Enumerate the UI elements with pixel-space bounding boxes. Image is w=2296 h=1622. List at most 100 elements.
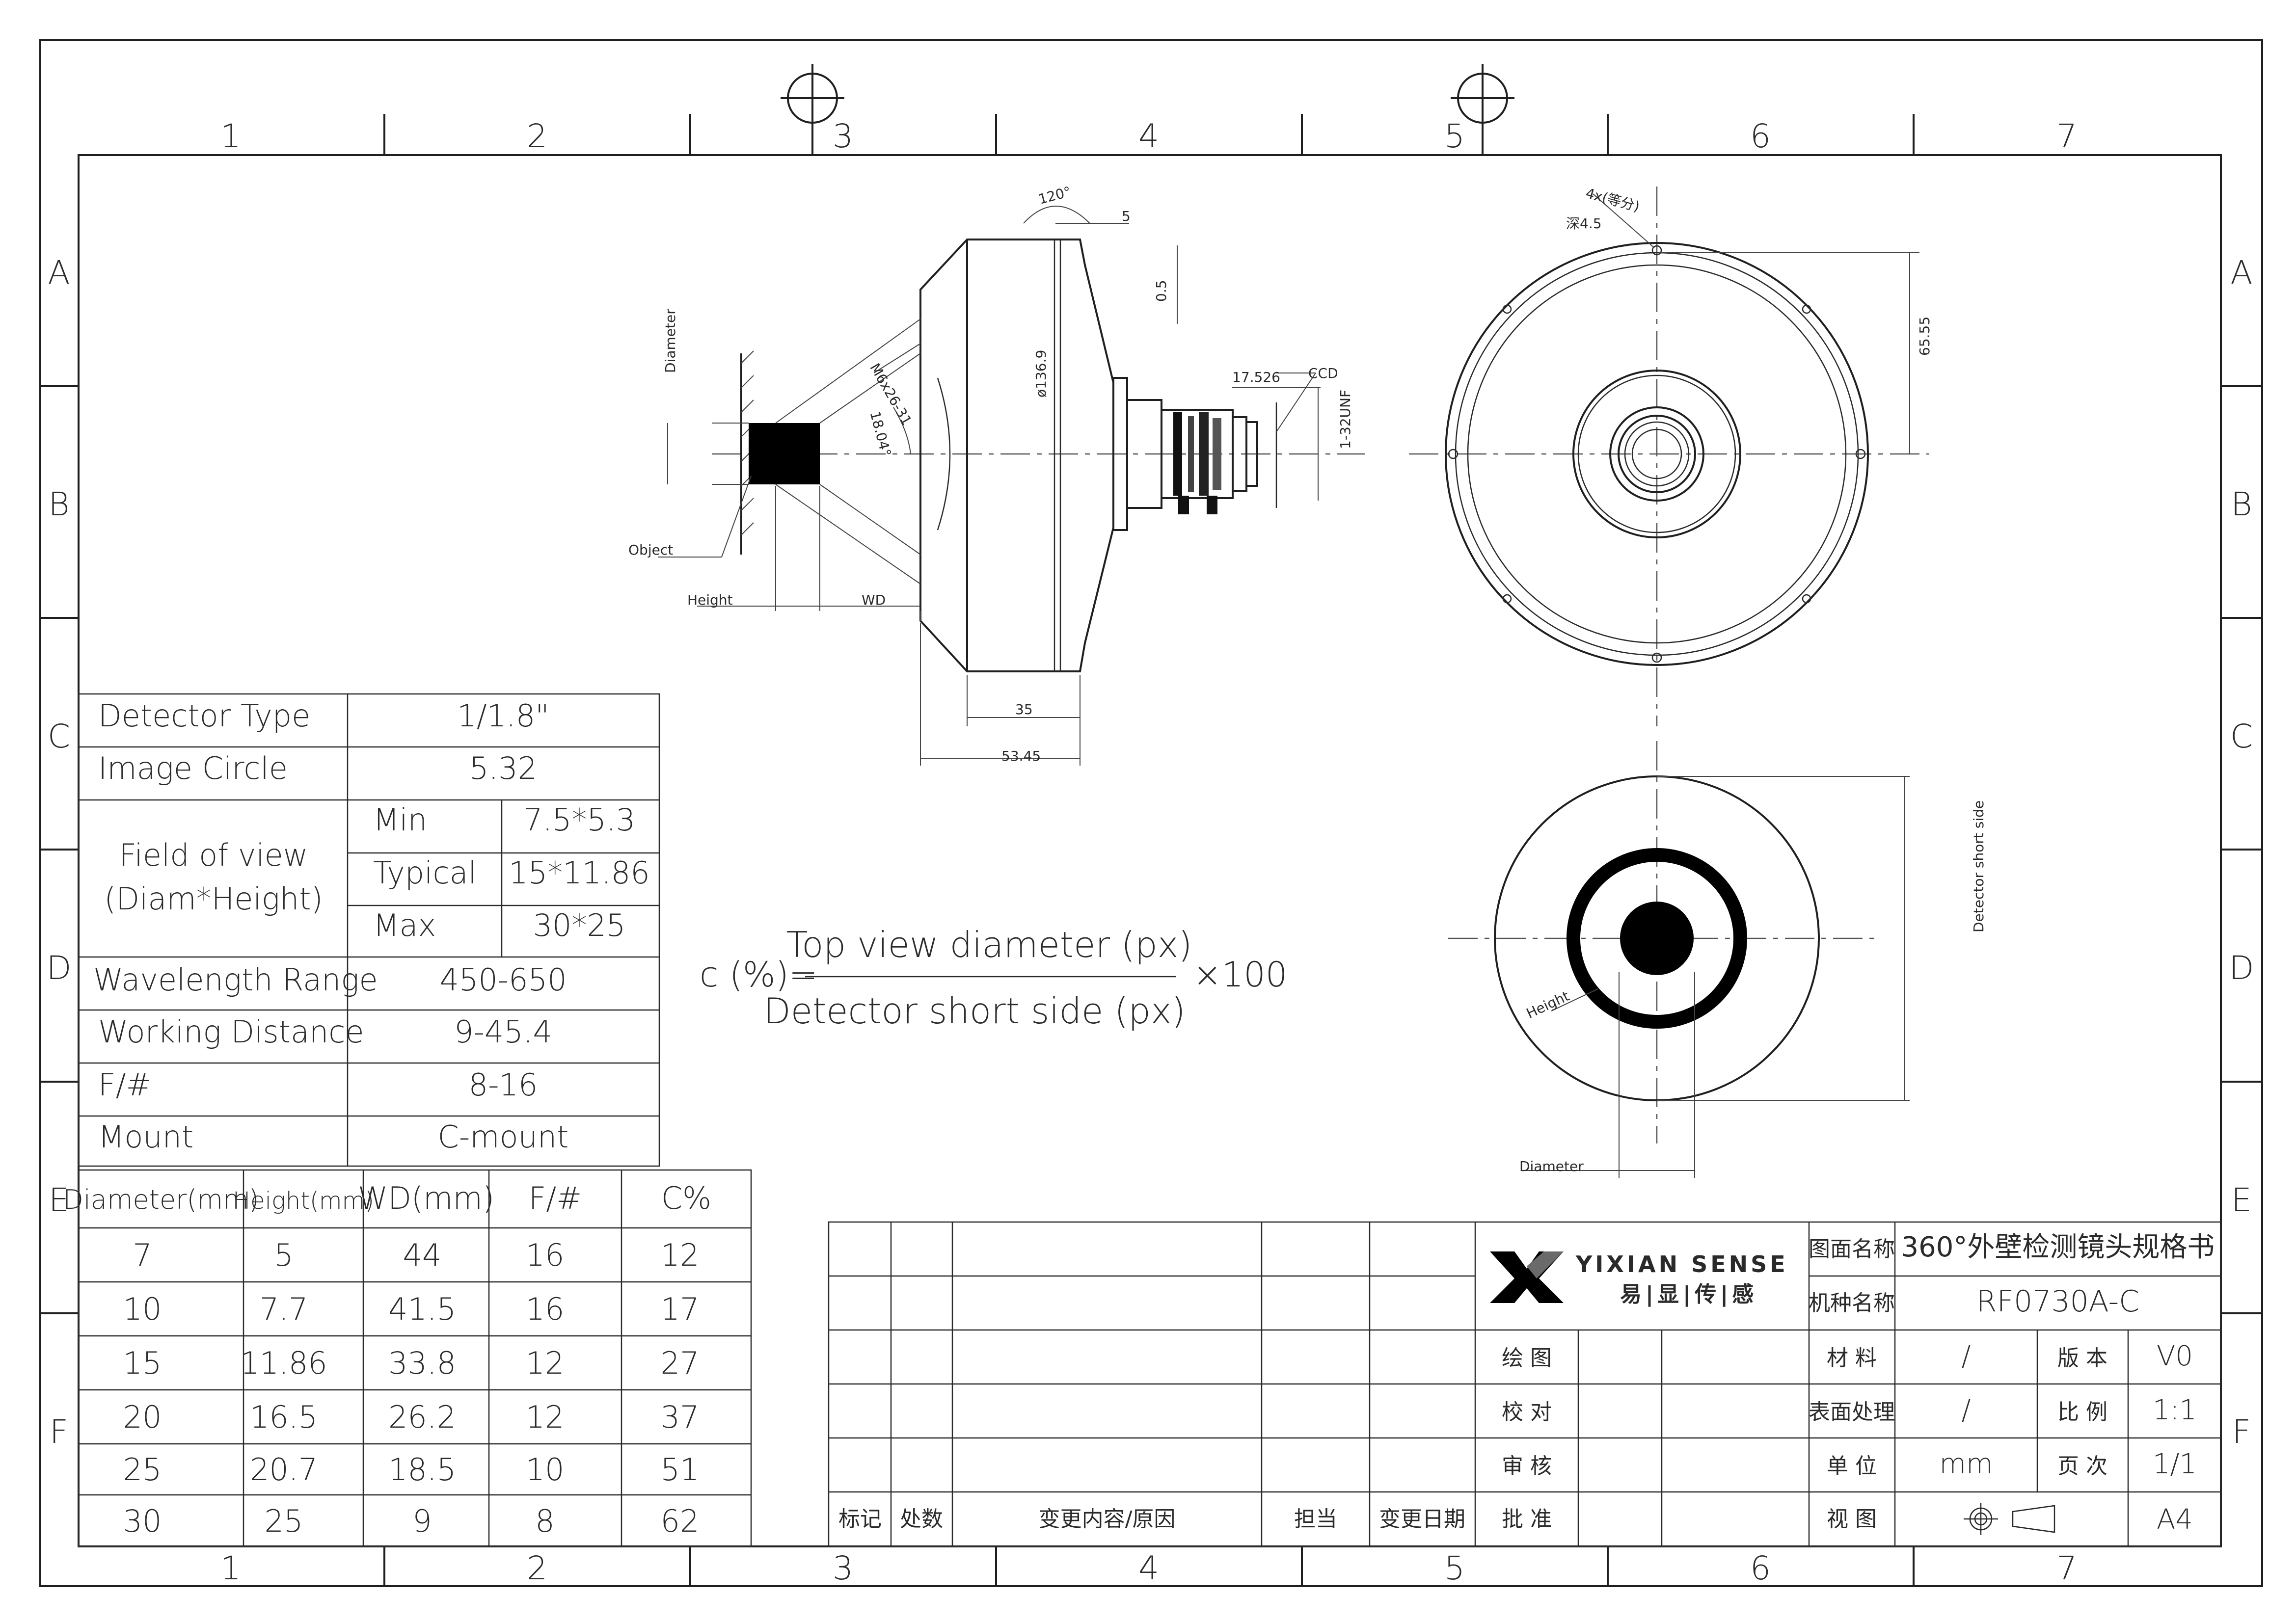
spec-label-wavelength: Wavelength Range xyxy=(93,962,378,998)
data-header-c: C% xyxy=(661,1180,711,1216)
zone-bottom-4: 4 xyxy=(1138,1549,1159,1587)
data-cell: 9 xyxy=(412,1503,432,1539)
data-cell: 51 xyxy=(661,1452,700,1488)
zone-top-6: 6 xyxy=(1750,117,1771,155)
spec-fov-min-label: Min xyxy=(373,802,427,838)
zone-top-4: 4 xyxy=(1138,117,1159,155)
rev-header-mark: 标记 xyxy=(838,1507,882,1532)
spec-fov-min-value: 7.5*5.3 xyxy=(523,802,635,838)
rev-header-date: 变更日期 xyxy=(1379,1507,1465,1532)
spec-value-image-circle: 5.32 xyxy=(469,750,537,786)
data-cell: 16.5 xyxy=(250,1399,318,1435)
value-scale: 1:1 xyxy=(2153,1394,2197,1426)
data-cell: 11.86 xyxy=(240,1345,327,1381)
label-view: 视 图 xyxy=(1827,1507,1877,1532)
spec-fov-typical-label: Typical xyxy=(373,855,477,891)
data-cell: 10 xyxy=(123,1291,162,1327)
rev-header-owner: 担当 xyxy=(1294,1507,1337,1532)
spec-label-mount: Mount xyxy=(98,1119,193,1155)
spec-fov-max-label: Max xyxy=(373,907,436,943)
data-cell: 15 xyxy=(123,1345,162,1381)
value-size: A4 xyxy=(2157,1504,2193,1536)
data-cell: 27 xyxy=(661,1345,700,1381)
data-cell: 20 xyxy=(123,1399,162,1435)
data-cell: 16 xyxy=(526,1237,565,1273)
label-material: 材 料 xyxy=(1827,1346,1877,1371)
dim-65-55: 65.55 xyxy=(1917,317,1933,356)
data-cell: 7.7 xyxy=(260,1291,308,1327)
dim-0-5: 0.5 xyxy=(1153,280,1169,302)
depth-note: 深4.5 xyxy=(1566,215,1602,232)
zone-left-F: F xyxy=(50,1413,68,1451)
zone-bottom-1: 1 xyxy=(220,1549,241,1587)
label-check: 校 对 xyxy=(1502,1400,1552,1425)
data-cell: 30 xyxy=(123,1503,162,1539)
label-object: Object xyxy=(628,542,673,558)
label-scale: 比 例 xyxy=(2057,1400,2107,1425)
formula: c (%)= Top view diameter (px) Detector s… xyxy=(700,924,1287,1032)
zone-bottom-3: 3 xyxy=(833,1549,853,1587)
frame: 1 2 3 4 5 6 7 1 2 3 4 5 6 7 A B C D E F … xyxy=(39,39,2263,1587)
dim-5: 5 xyxy=(1122,208,1131,224)
label-diameter: Diameter xyxy=(662,309,678,373)
value-surface: / xyxy=(1962,1394,1971,1426)
zone-left-B: B xyxy=(48,485,69,523)
data-cell: 62 xyxy=(661,1503,700,1539)
data-cell: 17 xyxy=(661,1291,700,1327)
zone-left-D: D xyxy=(47,949,72,987)
zone-top-2: 2 xyxy=(527,117,547,155)
data-header-diameter: Diameter(mm) xyxy=(63,1184,259,1215)
spec-label-fov-1: Field of view xyxy=(119,837,308,873)
zone-bottom-5: 5 xyxy=(1444,1549,1465,1587)
data-cell: 10 xyxy=(526,1452,565,1488)
data-cell: 8 xyxy=(535,1503,554,1539)
dim-17-526: 17.526 xyxy=(1232,369,1280,385)
zone-left-C: C xyxy=(48,718,70,755)
label-draw: 绘 图 xyxy=(1502,1346,1552,1371)
zone-bottom-7: 7 xyxy=(2056,1549,2077,1587)
spec-label-fov-2: (Diam*Height) xyxy=(104,881,323,917)
data-cell: 5 xyxy=(274,1237,293,1273)
centering-mark-right xyxy=(1451,64,1514,155)
label-unit: 单 位 xyxy=(1827,1454,1877,1479)
value-drawing-name: 360°外壁检测镜头规格书 xyxy=(1901,1231,2215,1263)
result-short-side-label: Detector short side xyxy=(1971,800,1987,932)
formula-lhs: c (%)= xyxy=(700,955,818,995)
formula-numerator: Top view diameter (px) xyxy=(786,924,1192,965)
spec-value-wavelength: 450-650 xyxy=(439,962,567,998)
value-version: V0 xyxy=(2157,1340,2193,1372)
zone-right-B: B xyxy=(2231,485,2252,523)
data-cell: 44 xyxy=(403,1237,442,1273)
data-cell: 41.5 xyxy=(388,1291,456,1327)
data-cell: 25 xyxy=(123,1452,162,1488)
title-block: YIXIAN SENSE 易|显|传|感 标记 处数 变更内容/原因 担当 变更… xyxy=(828,1221,2222,1547)
zone-bottom-6: 6 xyxy=(1750,1549,1771,1587)
label-review: 审 核 xyxy=(1502,1454,1552,1479)
spec-fov-max-value: 30*25 xyxy=(533,907,626,943)
spec-value-mount: C-mount xyxy=(438,1119,569,1155)
spec-table: Detector Type Image Circle Field of view… xyxy=(78,693,660,1167)
label-page: 页 次 xyxy=(2057,1454,2107,1479)
zone-bottom-2: 2 xyxy=(527,1549,547,1587)
data-cell: 37 xyxy=(661,1399,700,1435)
spec-value-working-distance: 9-45.4 xyxy=(454,1014,552,1050)
data-cell: 12 xyxy=(526,1399,565,1435)
data-cell: 16 xyxy=(526,1291,565,1327)
result-diameter-label: Diameter xyxy=(1519,1158,1584,1174)
formula-multiplier: ×100 xyxy=(1193,955,1287,995)
rev-header-content: 变更内容/原因 xyxy=(1039,1507,1176,1532)
company-logo: YIXIAN SENSE 易|显|传|感 xyxy=(1490,1251,1785,1307)
zone-right-A: A xyxy=(2230,254,2252,292)
data-cell: 25 xyxy=(265,1503,303,1539)
label-ccd: CCD xyxy=(1308,365,1338,381)
company-name-cn: 易|显|传|感 xyxy=(1620,1282,1757,1307)
side-view-drawing: Diameter Object Height WD CCD 120° 5 0.5… xyxy=(628,184,1365,766)
value-model: RF0730A-C xyxy=(1976,1284,2139,1319)
zone-top-3: 3 xyxy=(833,117,853,155)
data-cell: 18.5 xyxy=(388,1452,456,1488)
data-cell: 12 xyxy=(661,1237,700,1273)
label-height: Height xyxy=(687,592,733,608)
dim-unf: 1-32UNF xyxy=(1337,390,1353,449)
